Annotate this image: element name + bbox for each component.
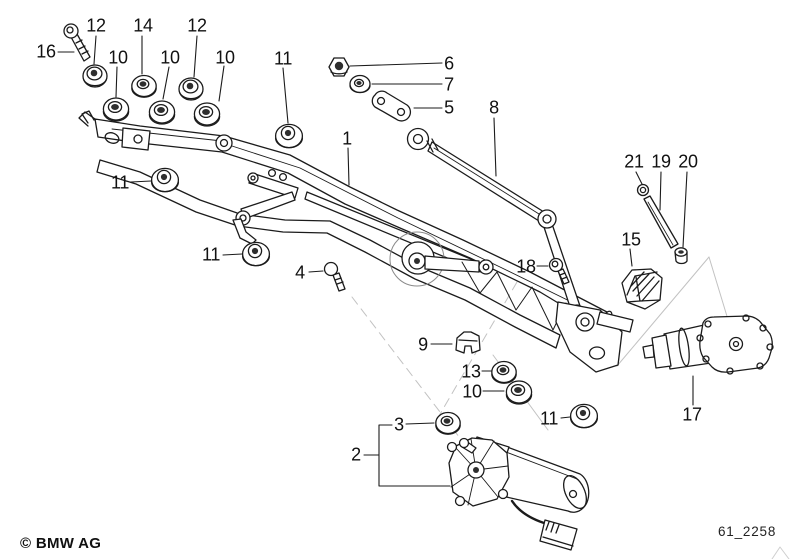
callout-11-rubber-grommet: 11 xyxy=(273,48,293,69)
callout-2-wiper-motor-assembly: 2 xyxy=(351,444,361,465)
callout-9-clamp: 9 xyxy=(418,334,428,355)
washer-3-glyph xyxy=(435,411,461,435)
callout-6-hex-nut: 6 xyxy=(444,53,454,74)
callout-10-rubber-washer: 10 xyxy=(462,381,482,402)
callout-18-bolt: 18 xyxy=(516,256,536,277)
callout-17-wiper-motor: 17 xyxy=(682,404,702,425)
pin-19-glyph xyxy=(643,195,679,249)
callout-1-wiper-linkage-frame: 1 xyxy=(342,128,352,149)
callout-8-connecting-rod: 8 xyxy=(489,97,499,118)
rubber-damper-drawing xyxy=(621,268,663,310)
washer-14-glyph xyxy=(131,74,157,98)
cap-20-glyph xyxy=(674,247,688,265)
flanged-nut-12a-glyph xyxy=(82,64,108,88)
callout-12-flanged-nut: 12 xyxy=(86,15,106,36)
callout-21-o-ring: 21 xyxy=(624,151,644,172)
grommet-11-bottom-glyph xyxy=(569,403,599,429)
callout-20-cap: 20 xyxy=(678,151,698,172)
callout-10-rubber-washer: 10 xyxy=(108,47,128,68)
bolt-4-glyph xyxy=(323,261,346,292)
rubber-washer-10a-glyph xyxy=(102,97,130,122)
callout-16-hex-bolt: 16 xyxy=(36,41,56,62)
rubber-washer-10-bottom-glyph xyxy=(505,380,533,405)
grommet-11-left-b-glyph xyxy=(241,241,271,267)
frame-assembly-drawing xyxy=(78,110,634,373)
callout-13-washer: 13 xyxy=(461,361,481,382)
callout-10-rubber-washer: 10 xyxy=(160,47,180,68)
callout-11-rubber-grommet: 11 xyxy=(539,408,559,429)
bolt-18-glyph xyxy=(548,257,570,285)
rubber-washer-10b-glyph xyxy=(148,100,176,125)
o-ring-21-glyph xyxy=(636,183,650,197)
leader-lines xyxy=(57,35,694,487)
cone-washer-7-glyph xyxy=(349,74,371,94)
callout-10-rubber-washer: 10 xyxy=(215,47,235,68)
connecting-rod-drawing xyxy=(406,127,557,229)
copyright-text: © BMW AG xyxy=(20,535,102,552)
motor-assembly-drawing xyxy=(446,436,590,551)
fastener-glyphs xyxy=(63,23,688,435)
callout-14-washer: 14 xyxy=(133,15,153,36)
clamp-9-glyph xyxy=(455,331,481,354)
grommet-11-top-glyph xyxy=(274,123,304,149)
washer-13-glyph xyxy=(491,360,517,384)
drawing-number: 61_2258 xyxy=(718,524,777,539)
flanged-nut-12b-glyph xyxy=(178,77,204,101)
callout-12-flanged-nut: 12 xyxy=(187,15,207,36)
callout-15-rubber-damper-block: 15 xyxy=(621,229,641,250)
rubber-washer-10c-glyph xyxy=(193,102,221,127)
callout-11-rubber-grommet: 11 xyxy=(110,172,130,193)
hex-bolt-16-glyph xyxy=(63,23,91,62)
callout-7-cone-washer: 7 xyxy=(444,74,454,95)
wiper-motor-drawing xyxy=(642,314,774,375)
link-plate-drawing xyxy=(371,90,411,122)
grommet-11-left-a-glyph xyxy=(150,167,180,193)
callout-4-bolt: 4 xyxy=(295,262,305,283)
callout-11-rubber-grommet: 11 xyxy=(201,244,221,265)
hex-nut-6-glyph xyxy=(328,57,350,77)
callout-5-link-plate: 5 xyxy=(444,97,454,118)
callout-3-washer: 3 xyxy=(394,414,404,435)
callout-19-pin: 19 xyxy=(651,151,671,172)
